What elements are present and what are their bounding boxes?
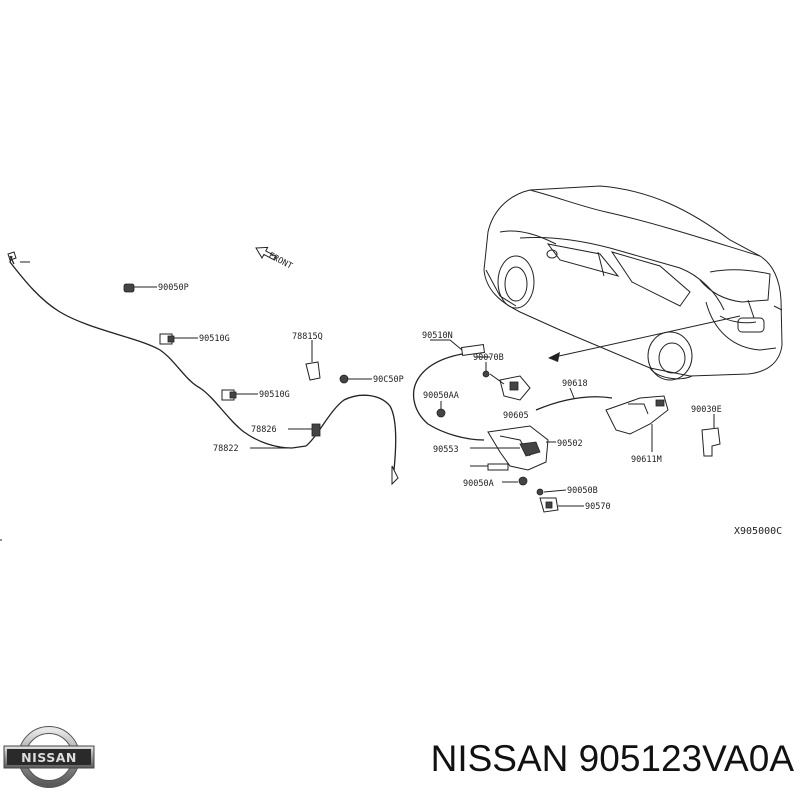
lock-90605 — [489, 373, 531, 401]
logo-wordmark: NISSAN — [21, 750, 77, 765]
bolt-90050A — [502, 476, 528, 486]
callout-90510N: 90510N — [422, 331, 453, 341]
release-cable — [7, 251, 399, 486]
handle-90611M — [605, 395, 669, 452]
callout-90611M: 90611M — [631, 455, 662, 465]
callout-90050B: 90050B — [567, 486, 598, 496]
clip-90C50P — [339, 374, 372, 384]
callout-78815Q: 78815Q — [292, 332, 323, 342]
callout-90510G-upper: 90510G — [199, 334, 230, 344]
callout-90618: 90618 — [562, 379, 588, 389]
clip-90510G-upper — [159, 333, 198, 345]
callout-90553: 90553 — [433, 445, 459, 455]
clip-90050AA — [436, 401, 446, 418]
bolt-90050B — [536, 488, 567, 496]
pointer-arrow — [548, 315, 741, 362]
callout-90050A: 90050A — [463, 479, 494, 489]
callout-90510G-lower: 90510G — [259, 390, 290, 400]
callout-90570: 90570 — [585, 502, 611, 512]
striker-90570 — [539, 497, 584, 513]
callout-90070B: 90070B — [473, 353, 504, 363]
part-number-caption: NISSAN 905123VA0A — [430, 738, 794, 779]
callout-90050P: 90050P — [158, 283, 189, 293]
front-arrow-icon — [255, 246, 278, 261]
clip-78826 — [288, 423, 321, 437]
callout-78826: 78826 — [251, 425, 277, 435]
callout-90605: 90605 — [503, 411, 529, 421]
callout-90C50P: 90C50P — [373, 375, 404, 385]
latch-cable-90510N — [412, 339, 486, 441]
bracket-78815Q — [305, 340, 321, 381]
bolt-90070B — [474, 356, 490, 378]
callout-90502: 90502 — [557, 439, 583, 449]
callout-78822: 78822 — [213, 444, 239, 454]
clip-90050P — [123, 283, 157, 293]
callout-90050AA: 90050AA — [423, 391, 459, 401]
front-label: FRONT — [267, 251, 294, 272]
car-illustration — [483, 185, 783, 381]
callout-90030E: 90030E — [691, 405, 722, 415]
rod-90553 — [470, 447, 520, 471]
bracket-90030E — [701, 414, 721, 457]
nissan-logo: NISSAN — [3, 726, 95, 788]
cable-90618 — [535, 387, 613, 411]
figure-code: X905000C — [734, 526, 782, 537]
clip-90510G-lower — [221, 389, 258, 401]
